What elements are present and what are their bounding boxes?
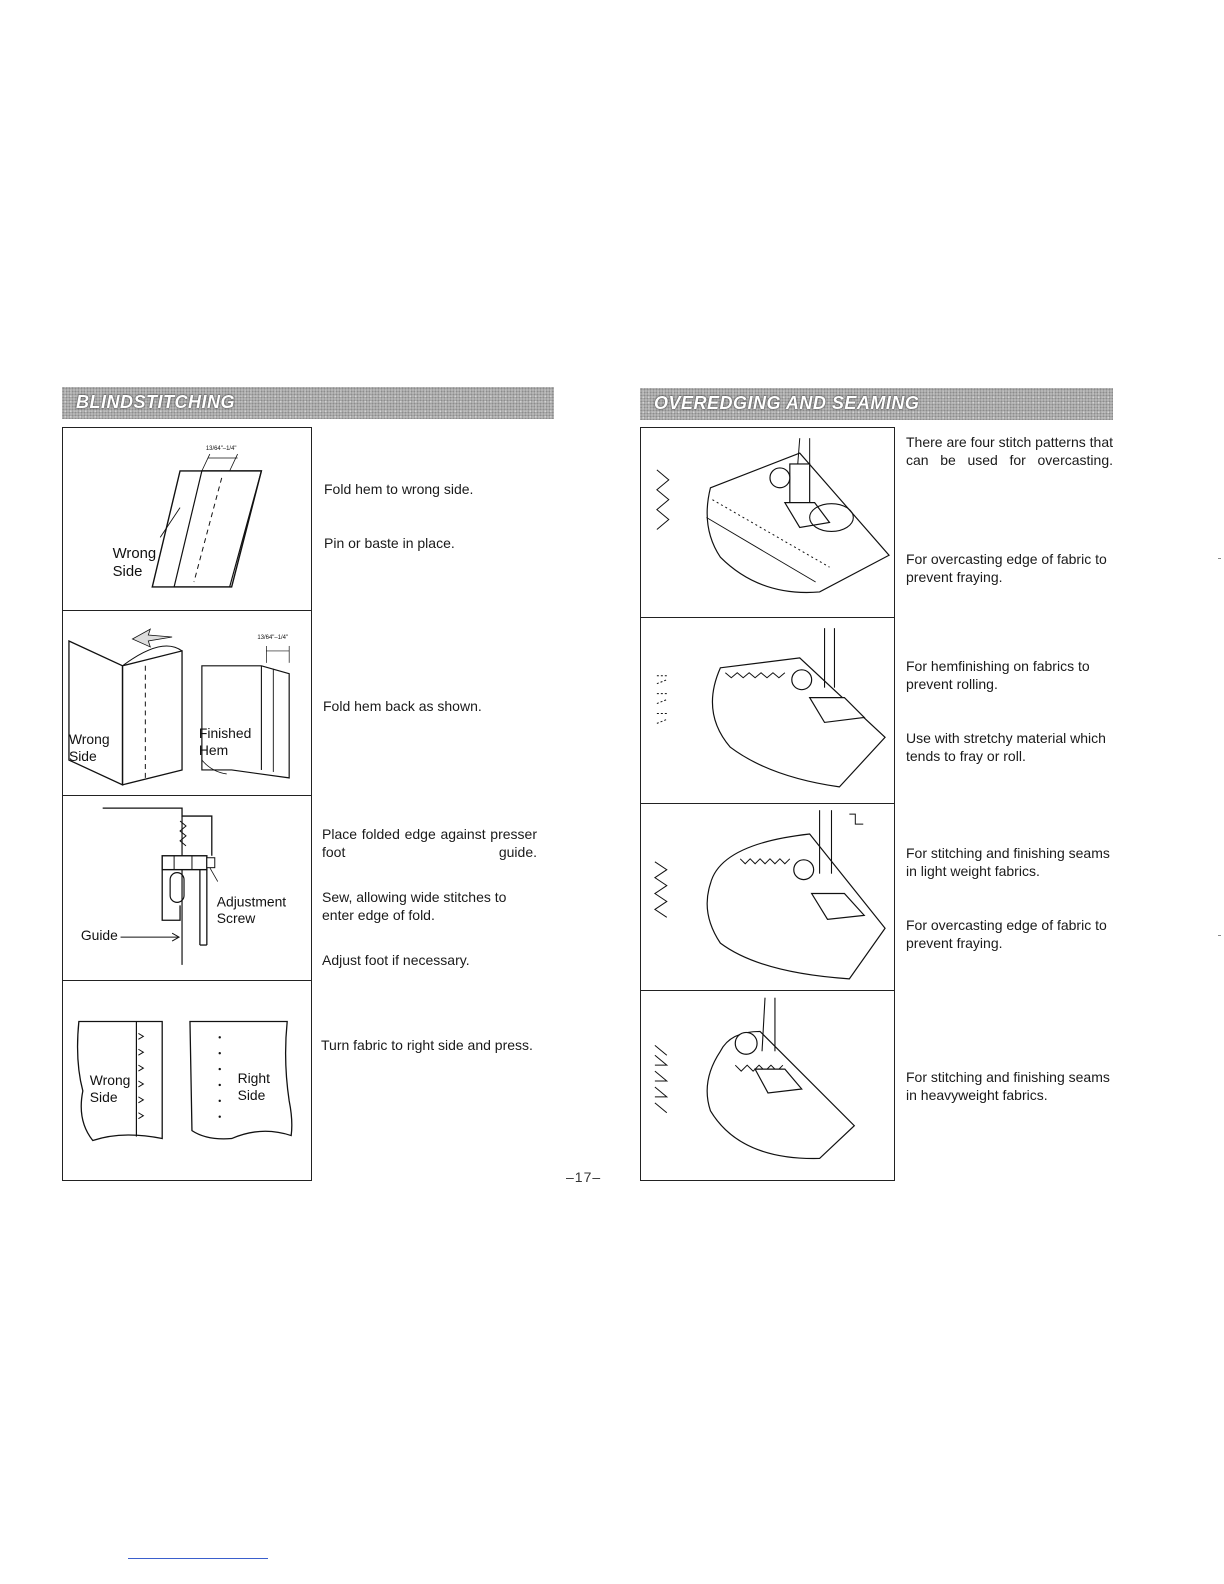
figure-overcast-2 [641, 618, 894, 804]
label-right: Right [238, 1070, 271, 1086]
figure-overcast-1 [641, 428, 894, 618]
stitch-pattern-icon-3 [653, 861, 668, 918]
label-side-4b: Side [238, 1087, 266, 1103]
overcast-foot-illustration-3 [653, 810, 886, 980]
overcast-item-3: Use with stretchy material which tends t… [906, 730, 1106, 764]
label-side-4a: Side [90, 1089, 118, 1105]
fold-hem-illustration: 13/64"–1/4" Wrong Side [113, 446, 263, 588]
step-turn-fabric: Turn fabric to right side and press. [321, 1037, 533, 1053]
label-adjustment: Adjustment [217, 893, 287, 909]
measure-label-2: 13/64"–1/4" [257, 635, 288, 641]
overcast-item-2: For hemfinishing on fabrics to prevent r… [906, 658, 1090, 692]
stitch-pattern-icon-4 [654, 1044, 669, 1114]
label-guide: Guide [81, 927, 118, 943]
section-title-blindstitching: BLINDSTITCHING [76, 392, 235, 412]
footer-rule [128, 1558, 268, 1559]
step-fold-back: Fold hem back as shown. [323, 698, 482, 714]
stitch-pattern-icon-2 [656, 675, 667, 724]
overcast-item-1: For overcasting edge of fabric to preven… [906, 551, 1107, 585]
overcast-item-4: For stitching and finishing seams in lig… [906, 845, 1110, 879]
section-title-overedging: OVEREDGING AND SEAMING [654, 393, 920, 413]
label-side-2: Side [69, 748, 97, 764]
label-finished: Finished [199, 725, 251, 741]
step-fold-hem: Fold hem to wrong side. [324, 481, 474, 497]
figure-overcast-4 [641, 991, 894, 1182]
right-side-illustration: Wrong Side Right Side [76, 1020, 293, 1142]
overcast-item-5: For overcasting edge of fabric to preven… [906, 917, 1107, 951]
edge-mark [1218, 935, 1221, 936]
measure-label-1: 13/64"–1/4" [206, 446, 237, 452]
figure-overcast-3 [641, 804, 894, 991]
stitch-pattern-icon-1 [656, 469, 670, 530]
overcast-foot-illustration-1 [656, 438, 890, 594]
fold-arrow-icon [131, 628, 173, 648]
figure-fold-hem: 13/64"–1/4" Wrong Side [63, 428, 311, 611]
overcast-foot-illustration-2 [656, 628, 886, 788]
edge-mark [1218, 558, 1221, 559]
presser-foot-guide-illustration: Adjustment Screw Guide [81, 807, 287, 965]
label-wrong-1: Wrong [113, 546, 157, 562]
label-side-1: Side [113, 564, 143, 580]
overedging-figure-panel [640, 427, 895, 1181]
overcast-foot-illustration-4 [654, 997, 856, 1160]
blindstitching-figure-panel: 13/64"–1/4" Wrong Side 13/64"–1/4" Wrong… [62, 427, 312, 1181]
label-wrong-2: Wrong [69, 731, 110, 747]
figure-right-side: Wrong Side Right Side [63, 981, 311, 1182]
figure-presser-guide: Adjustment Screw Guide [63, 796, 311, 981]
label-screw: Screw [217, 910, 257, 926]
overcast-intro: There are four stitch patterns that can … [906, 434, 1113, 468]
step-pin-baste: Pin or baste in place. [324, 535, 455, 551]
stitch-dots [218, 1036, 221, 1118]
step-adjust-foot: Adjust foot if necessary. [322, 952, 470, 968]
overcast-item-6: For stitching and finishing seams in hea… [906, 1069, 1110, 1103]
figure-fold-back: 13/64"–1/4" Wrong Side Finished Hem [63, 611, 311, 796]
overedging-banner: OVEREDGING AND SEAMING [640, 388, 1113, 420]
label-hem: Hem [199, 742, 228, 758]
blindstitching-banner: BLINDSTITCHING [62, 387, 554, 419]
label-wrong-4: Wrong [90, 1072, 131, 1088]
page-number: –17– [566, 1169, 602, 1185]
step-place-edge: Place folded edge against presser foot g… [322, 826, 537, 860]
fold-back-illustration: 13/64"–1/4" Wrong Side Finished Hem [68, 628, 290, 786]
step-sew: Sew, allowing wide stitches to enter edg… [322, 889, 507, 923]
